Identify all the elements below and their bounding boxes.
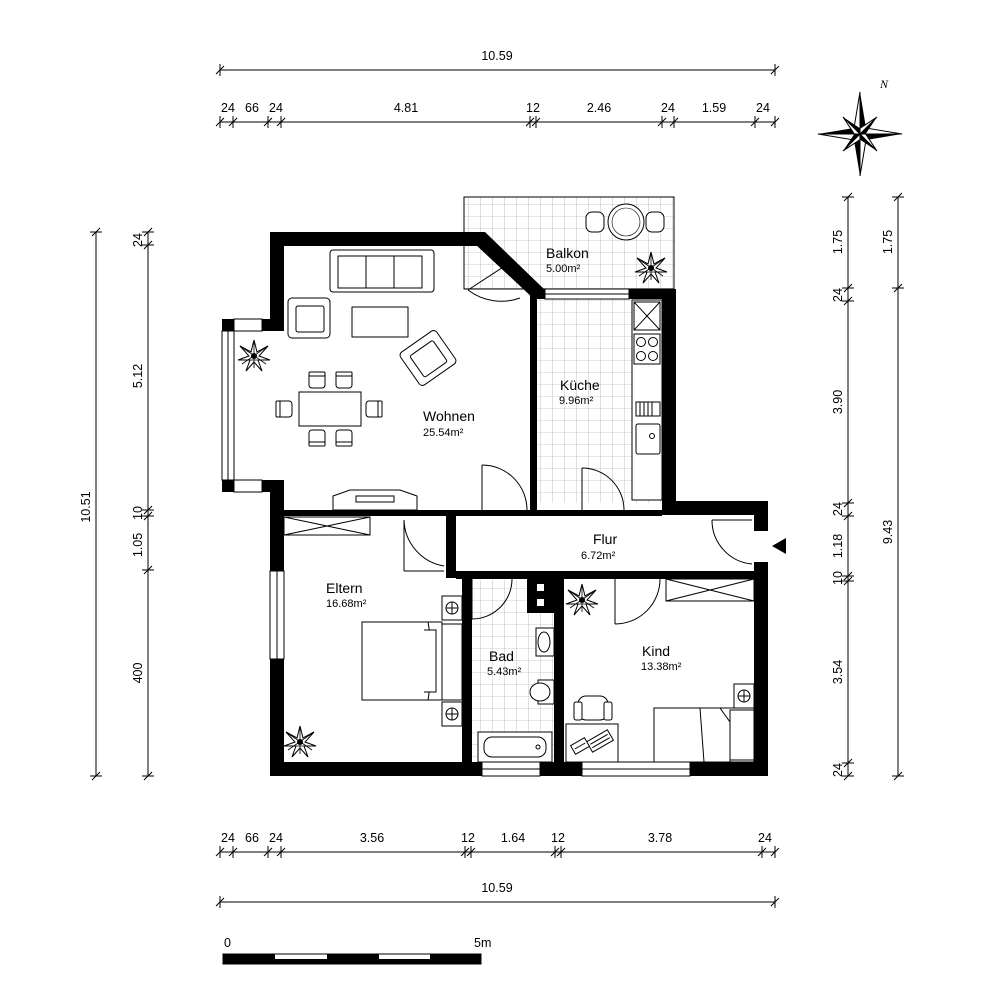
room-name-wohnen: Wohnen [423,408,475,424]
balcony [463,196,675,290]
dim-left-seg-4: 1.05 [131,533,145,557]
dim-top-seg-4: 4.81 [394,101,418,115]
dim-right-seg-2: 24 [831,288,845,302]
dim-bottom-seg-4: 3.56 [360,831,384,845]
kitchen-furniture [631,299,663,501]
room-name-kueche: Küche [560,377,600,393]
dim-right-seg-3: 3.90 [831,390,845,414]
dim-left-seg-5: 400 [131,663,145,684]
dim-bottom-seg-9: 24 [758,831,772,845]
compass-rose-icon [817,91,903,177]
dim-top-seg-2: 66 [245,101,259,115]
dim-top-seg-3: 24 [269,101,283,115]
room-labels: Balkon 5.00m² Wohnen 25.54m² Küche 9.96m… [326,245,682,678]
dim-right-seg-1: 1.75 [831,230,845,254]
room-name-flur: Flur [593,531,617,547]
dim-top-seg-7: 24 [661,101,675,115]
dim-right-seg-8: 24 [831,763,845,777]
bedroom-furniture [283,595,463,758]
windows [221,288,691,777]
living-room-furniture [237,249,457,511]
dim-bottom-seg-1: 24 [221,831,235,845]
dim-top-seg-6: 2.46 [587,101,611,115]
dim-right-seg-6: 10 [831,571,845,585]
room-area-balkon: 5.00m² [546,263,581,275]
room-area-wohnen: 25.54m² [423,427,464,439]
dim-right-outer-2: 9.43 [881,520,895,544]
room-area-eltern: 16.68m² [326,598,367,610]
hallway-wardrobe [283,516,371,536]
doors [403,259,753,625]
room-name-eltern: Eltern [326,580,363,596]
dim-left-seg-1: 24 [131,233,145,247]
compass-north-label: N [879,77,889,91]
dim-left-total: 10.51 [79,491,93,522]
dim-bottom-total: 10.59 [481,881,512,895]
room-area-kind: 13.38m² [641,661,682,673]
dim-left-seg-3: 10 [131,506,145,520]
scale-start-label: 0 [224,936,231,950]
entrance-arrow-icon [772,538,786,554]
dim-bottom-seg-6: 1.64 [501,831,525,845]
kids-room-furniture [565,578,755,763]
dim-bottom-seg-3: 24 [269,831,283,845]
room-name-kind: Kind [642,643,670,659]
room-area-flur: 6.72m² [581,550,616,562]
room-name-balkon: Balkon [546,245,589,261]
dim-bottom-seg-8: 3.78 [648,831,672,845]
dim-bottom-seg-2: 66 [245,831,259,845]
dim-bottom-seg-5: 12 [461,831,475,845]
dim-right-outer-1: 1.75 [881,230,895,254]
room-name-bad: Bad [489,648,514,664]
room-area-bad: 5.43m² [487,666,522,678]
dim-top-seg-1: 24 [221,101,235,115]
room-area-kueche: 9.96m² [559,395,594,407]
scale-bar: 0 5m [222,936,491,965]
dim-right-seg-4: 24 [831,502,845,516]
dim-right-seg-5: 1.18 [831,534,845,558]
dim-bottom-seg-7: 12 [551,831,565,845]
dim-top-seg-5: 12 [526,101,540,115]
dimension-lines: 10.59 24 66 24 4.81 12 2.46 24 1.59 24 [79,49,904,908]
scale-end-label: 5m [474,936,491,950]
dim-top-seg-9: 24 [756,101,770,115]
walls [222,232,768,776]
bathroom-fixtures [477,627,555,763]
dim-right-seg-7: 3.54 [831,660,845,684]
dim-top-seg-8: 1.59 [702,101,726,115]
dim-top-total: 10.59 [481,49,512,63]
dim-left-seg-2: 5.12 [131,364,145,388]
